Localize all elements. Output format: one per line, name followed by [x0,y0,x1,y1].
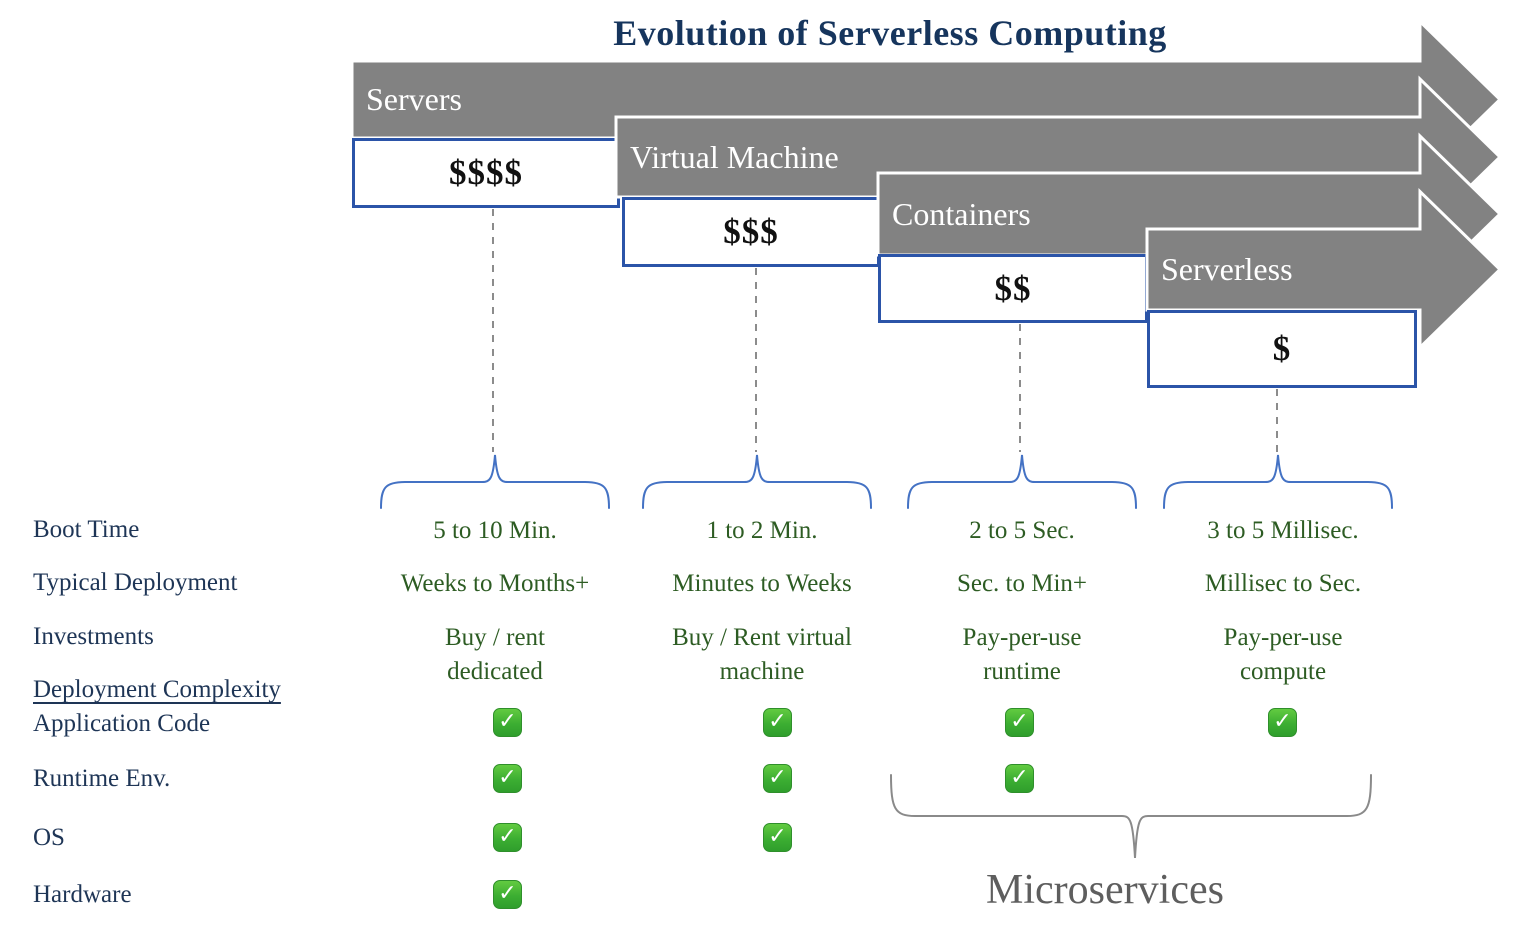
brace-microservices [890,774,1372,859]
cell-typical-deployment-serverless: Millisec to Sec. [1204,570,1362,597]
arrow-label-containers: Containers [892,196,1031,232]
check-glyph: ✓ [1010,708,1029,734]
cell-boot-time-vm: 1 to 2 Min. [706,517,818,544]
cell-typical-deployment-servers: Weeks to Months+ [400,570,590,597]
arrow-label-virtual-machine: Virtual Machine [630,139,839,175]
checkmark-icon: ✓ [763,823,792,852]
check-glyph: ✓ [1273,708,1292,734]
cost-servers: $$$$ [449,153,523,192]
brace-column-serverless [1163,454,1393,509]
arrow-label-serverless: Serverless [1161,251,1293,287]
checkmark-icon: ✓ [493,764,522,793]
checkmark-icon: ✓ [493,880,522,909]
microservices-label: Microservices [986,867,1224,913]
row-label-boot-time: Boot Time [33,516,140,543]
leader-line-servers [492,209,494,452]
leader-line-containers [1019,324,1021,452]
cell-investments-containers: Pay-per-use runtime [962,624,1082,685]
row-label-application-code: Application Code [33,710,211,737]
check-glyph: ✓ [498,708,517,734]
checkmark-icon: ✓ [493,708,522,737]
check-glyph: ✓ [768,764,787,790]
brace-column-virtual-machine [642,454,872,509]
cell-boot-time-serverless: 3 to 5 Millisec. [1207,517,1359,544]
brace-column-containers [907,454,1137,509]
cost-virtual-machine: $$$ [723,212,779,251]
cost-box-containers: $$ [878,254,1148,323]
row-label-hardware: Hardware [33,881,132,908]
checkmark-icon: ✓ [493,823,522,852]
cell-investments-servers: Buy / rent dedicated [445,624,545,685]
check-glyph: ✓ [498,880,517,906]
brace-column-servers [380,454,610,509]
cost-containers: $$ [994,268,1032,308]
cell-typical-deployment-vm: Minutes to Weeks [672,570,852,597]
row-label-typical-deployment: Typical Deployment [33,569,238,596]
cost-serverless: $ [1272,329,1292,368]
checkmark-icon: ✓ [1005,708,1034,737]
cell-boot-time-servers: 5 to 10 Min. [433,517,557,544]
row-label-investments: Investments [33,623,154,650]
check-glyph: ✓ [498,764,517,790]
cost-box-serverless: $ [1147,310,1417,388]
cell-investments-serverless: Pay-per-use compute [1223,624,1343,685]
check-glyph: ✓ [768,823,787,849]
leader-line-serverless [1276,389,1278,452]
row-label-runtime-env: Runtime Env. [33,765,171,792]
leader-line-virtual-machine [755,268,757,452]
cell-investments-vm: Buy / Rent virtual machine [672,624,852,685]
cost-box-servers: $$$$ [352,138,620,208]
checkmark-icon: ✓ [763,708,792,737]
arrow-label-servers: Servers [366,81,462,117]
row-label-os: OS [33,824,65,851]
cell-typical-deployment-containers: Sec. to Min+ [956,570,1088,597]
row-label-deployment-complexity: Deployment Complexity [33,676,281,703]
check-glyph: ✓ [498,823,517,849]
checkmark-icon: ✓ [1005,764,1034,793]
checkmark-icon: ✓ [1268,708,1297,737]
cost-box-virtual-machine: $$$ [622,197,880,267]
checkmark-icon: ✓ [763,764,792,793]
cell-boot-time-containers: 2 to 5 Sec. [969,517,1075,544]
page-title: Evolution of Serverless Computing [613,13,1167,53]
check-glyph: ✓ [768,708,787,734]
check-glyph: ✓ [1010,764,1029,790]
